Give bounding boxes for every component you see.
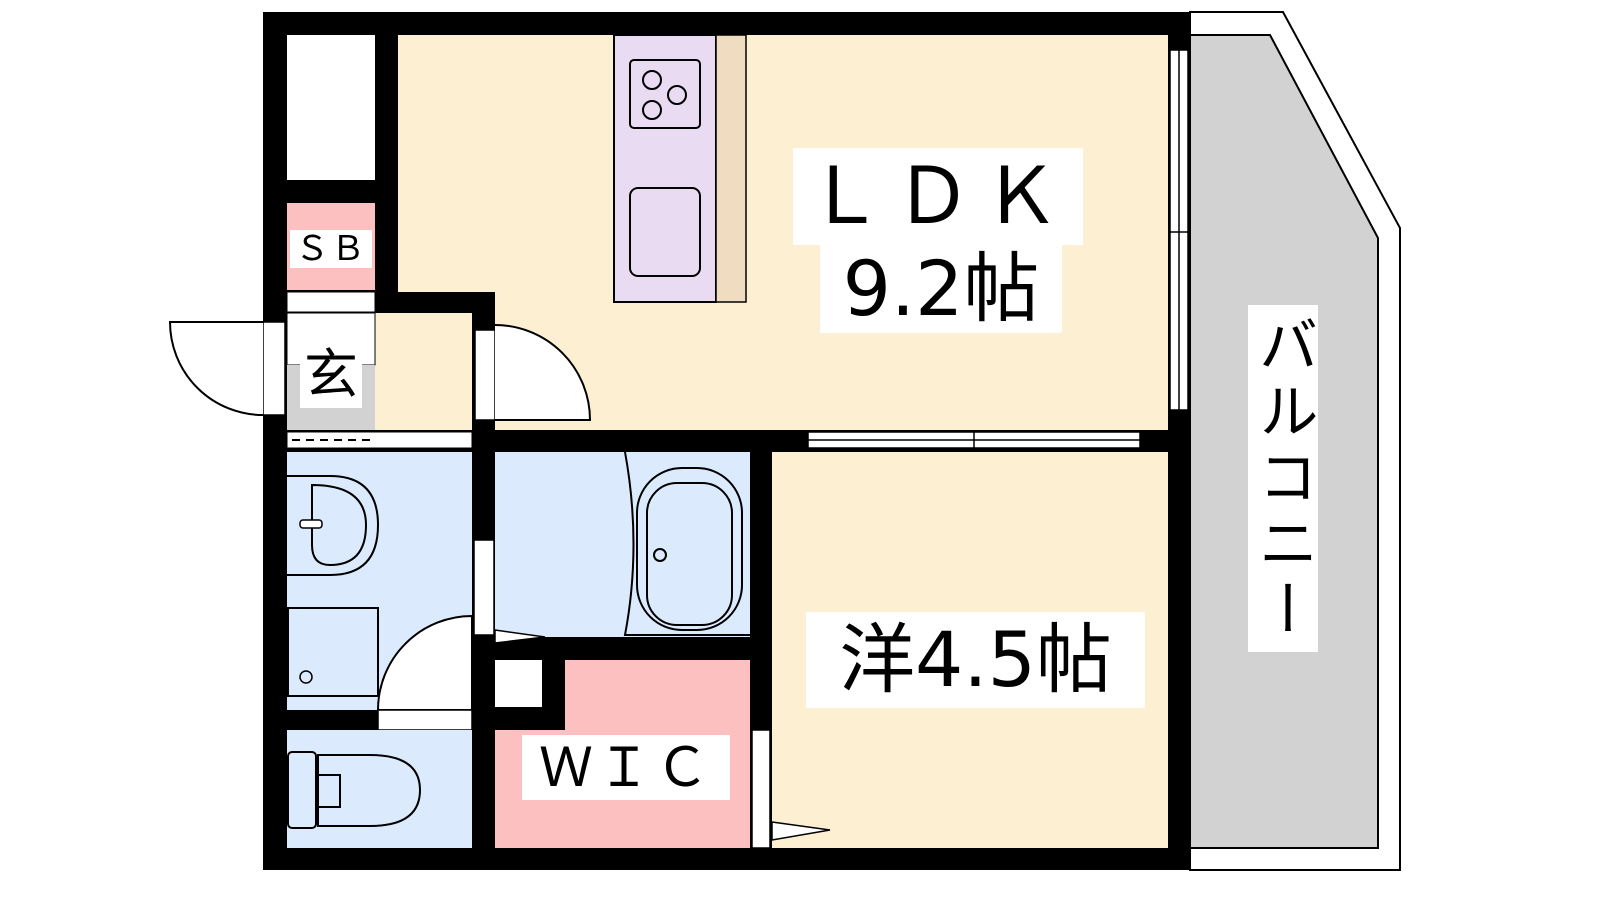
ldk-size-label: 9.2帖 [820, 245, 1062, 333]
toilet-floor [287, 730, 472, 848]
kitchen-backsplash [715, 34, 747, 303]
entrance-label: 玄 [300, 342, 362, 408]
bathtub-icon [636, 467, 743, 631]
sink-icon [629, 187, 701, 277]
washroom-door-swing [376, 614, 473, 711]
ldk-label: ＬＤＫ [793, 148, 1083, 245]
western-room-label: 洋4.5帖 [806, 612, 1145, 708]
ldk-door-swing [494, 324, 592, 421]
washbasin-icon [287, 475, 380, 576]
hallway-floor [375, 313, 472, 430]
ldk-door-frame [474, 329, 496, 421]
balcony-label: バルコニー [1248, 305, 1318, 652]
hall-threshold [286, 431, 473, 449]
toilet-icon [287, 751, 422, 829]
wic-label: ＷＩＣ [522, 735, 730, 800]
bath-door [473, 539, 495, 636]
wic-door [751, 729, 771, 849]
pipe-space [495, 660, 542, 707]
bath-floor [495, 452, 750, 637]
closet-floor [287, 35, 375, 180]
washing-machine-space [287, 607, 379, 697]
stove-icon [629, 59, 701, 129]
entry-door-swing [168, 321, 264, 416]
entry-door-frame [262, 321, 286, 416]
sb-label: ＳＢ [290, 230, 372, 268]
entrance-step [286, 291, 376, 313]
